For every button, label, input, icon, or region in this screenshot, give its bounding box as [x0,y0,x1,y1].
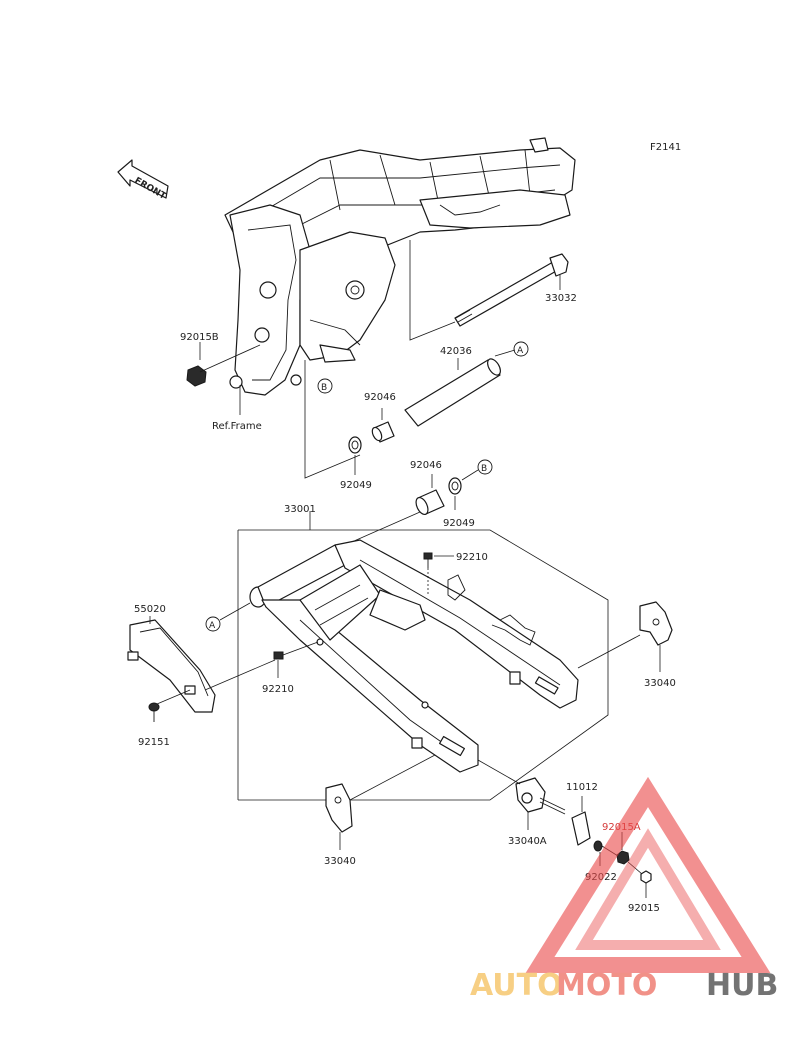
label-92210-top: 92210 [456,552,488,563]
svg-text:A: A [209,621,216,631]
chain-adjuster-33040-bottom[interactable]: 33040 [324,754,436,867]
ref-frame-label-group: Ref.Frame [212,385,262,432]
label-92151: 92151 [138,737,170,748]
nut-92015[interactable]: 92015 [627,861,660,914]
watermark-hub: HUB [706,968,778,1003]
chain-adjuster-33040-right[interactable]: 33040 [577,601,676,689]
watermark-auto: AUTO [470,968,563,1003]
bolt-92151[interactable]: 92151 [138,689,191,748]
chain-slider-55020[interactable]: 55020 [127,604,276,713]
bearing-92046-lower[interactable]: 92046 [410,460,445,516]
adjuster-33040a[interactable]: 33040A [477,759,566,847]
svg-text:B: B [481,464,487,474]
washer-92049-lower[interactable]: 92049 B [443,459,493,529]
gasket-11012[interactable]: 11012 [566,782,598,846]
collar-42036[interactable]: 42036 A [404,341,529,427]
bearing-92046-upper[interactable]: 92046 [364,392,396,443]
automotohub-watermark-logo: AUTO MOTO HUB [470,776,778,1003]
callout-a-swingarm: A [205,602,251,632]
callout-b-frame: B [317,378,333,394]
front-direction-arrow: FRONT [117,159,169,202]
swingarm-33001[interactable]: 33001 [237,504,609,801]
figure-code: F2141 [650,142,681,153]
label-92049-upper: 92049 [340,480,372,491]
bolt-92210-top[interactable]: 92210 [423,552,488,595]
label-55020: 55020 [134,604,166,615]
label-11012: 11012 [566,782,598,793]
nut-92015b[interactable]: 92015B [180,332,261,387]
label-92046-upper: 92046 [364,392,396,403]
bolt-92210-mid[interactable]: 92210 [262,641,319,695]
callout-b-lower [477,459,493,475]
label-33040a: 33040A [508,836,547,847]
label-33001: 33001 [284,504,316,515]
label-33040-bottom: 33040 [324,856,356,867]
washer-92049-upper[interactable]: 92049 [340,436,372,491]
label-92015: 92015 [628,903,660,914]
callout-a-top [513,341,529,357]
main-frame [224,137,576,396]
label-42036: 42036 [440,346,472,357]
watermark-moto: MOTO [556,968,657,1003]
label-33040-right: 33040 [644,678,676,689]
svg-text:A: A [517,346,524,356]
label-92210-mid: 92210 [262,684,294,695]
ref-frame-label: Ref.Frame [212,421,262,432]
pivot-shaft-33032[interactable]: 33032 [454,253,577,327]
label-92046-lower: 92046 [410,460,442,471]
svg-text:B: B [321,383,327,393]
label-33032: 33032 [545,293,577,304]
label-92049-lower: 92049 [443,518,475,529]
label-92015b: 92015B [180,332,219,343]
